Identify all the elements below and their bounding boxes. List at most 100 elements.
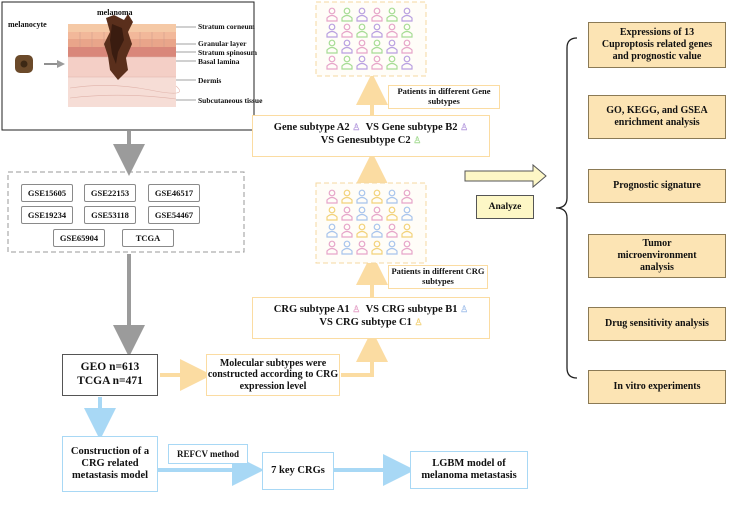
crg-subtype-b1: VS CRG subtype B1	[365, 304, 458, 315]
crg-subtypes-box: CRG subtype A1 ♙ VS CRG subtype B1 ♙ VS …	[252, 297, 490, 339]
person-icon	[326, 206, 338, 221]
person-icon	[356, 206, 368, 221]
layer-basal-lamina: Basal lamina	[198, 57, 240, 66]
gene-subtype-a2: Gene subtype A2	[273, 122, 350, 133]
layer-granular: Granular layer	[198, 39, 247, 48]
person-icon	[326, 223, 338, 238]
dataset-gse65904: GSE65904	[53, 229, 105, 247]
person-icon	[356, 223, 368, 238]
lgbm-model-box: LGBM model of melanoma metastasis	[410, 451, 528, 489]
layer-dermis: Dermis	[198, 76, 222, 85]
person-icon	[401, 55, 413, 70]
person-purple-icon: ♙	[352, 122, 361, 132]
person-icon	[401, 39, 413, 54]
analysis-prognostic-signature: Prognostic signature	[588, 169, 726, 203]
person-icon	[386, 189, 398, 204]
gene-patients-label: Patients in different Gene subtypes	[388, 85, 500, 109]
person-icon	[401, 206, 413, 221]
layer-subcutaneous: Subcutaneous tissue	[198, 96, 263, 105]
cohort-box: GEO n=613 TCGA n=471	[62, 354, 158, 396]
person-icon	[341, 189, 353, 204]
person-icon	[326, 240, 338, 255]
person-icon	[386, 7, 398, 22]
analyze-box: Analyze	[476, 195, 534, 219]
analysis-in-vitro: In vitro experiments	[588, 370, 726, 404]
analysis-enrichment: GO, KEGG, and GSEA enrichment analysis	[588, 95, 726, 139]
dataset-gse46517: GSE46517	[148, 184, 200, 202]
person-purple-icon-2: ♙	[460, 122, 469, 132]
analysis-tumor-microenvironment: Tumor microenvironment analysis	[588, 234, 726, 278]
person-icon	[386, 223, 398, 238]
person-yellow-icon: ♙	[414, 317, 423, 327]
person-icon	[341, 7, 353, 22]
person-icon	[401, 23, 413, 38]
person-icon	[371, 7, 383, 22]
refcv-method-box: REFCV method	[168, 444, 248, 464]
melanocyte-label: melanocyte	[8, 20, 47, 29]
person-icon	[401, 240, 413, 255]
crg-subtype-c1: VS CRG subtype C1	[319, 317, 412, 328]
person-icon	[401, 223, 413, 238]
person-icon	[341, 223, 353, 238]
layer-stratum-spinosum: Stratum spinosum	[198, 48, 257, 57]
person-green-icon: ♙	[413, 135, 422, 145]
gene-subtypes-box: Gene subtype A2 ♙ VS Gene subtype B2 ♙ V…	[252, 115, 490, 157]
analysis-drug-sensitivity: Drug sensitivity analysis	[588, 307, 726, 341]
person-icon	[326, 189, 338, 204]
person-pink-icon: ♙	[352, 304, 361, 314]
melanoma-label: melanoma	[97, 8, 133, 17]
crg-patients-icons	[326, 189, 413, 255]
dataset-gse15605: GSE15605	[21, 184, 73, 202]
person-icon	[386, 240, 398, 255]
person-icon	[356, 189, 368, 204]
datasets-frame	[7, 171, 245, 253]
layer-stratum-corneum: Stratum corneum	[198, 22, 255, 31]
person-icon	[386, 206, 398, 221]
person-icon	[386, 55, 398, 70]
dataset-tcga: TCGA	[122, 229, 174, 247]
person-icon	[341, 23, 353, 38]
person-icon	[326, 23, 338, 38]
analysis-cuproptosis-expression: Expressions of 13 Cuproptosis related ge…	[588, 22, 726, 68]
crg-subtype-a1: CRG subtype A1	[273, 304, 350, 315]
cohort-geo: GEO n=613	[80, 361, 140, 374]
person-icon	[356, 39, 368, 54]
dataset-gse53118: GSE53118	[84, 206, 136, 224]
person-icon	[356, 7, 368, 22]
person-icon	[356, 240, 368, 255]
construction-box: Construction of a CRG related metastasis…	[62, 436, 158, 492]
person-icon	[326, 39, 338, 54]
dataset-gse19234: GSE19234	[21, 206, 73, 224]
person-icon	[386, 23, 398, 38]
skin-illustration	[1, 1, 255, 131]
person-icon	[356, 55, 368, 70]
right-brace	[555, 37, 578, 379]
dataset-gse22153: GSE22153	[84, 184, 136, 202]
gene-patients-icons	[326, 7, 413, 70]
person-blue-icon: ♙	[460, 304, 469, 314]
person-icon	[326, 55, 338, 70]
person-icon	[386, 39, 398, 54]
cohort-tcga: TCGA n=471	[77, 375, 143, 387]
key-crgs-box: 7 key CRGs	[262, 452, 334, 490]
person-icon	[341, 240, 353, 255]
person-icon	[371, 206, 383, 221]
person-icon	[371, 223, 383, 238]
person-icon	[401, 7, 413, 22]
person-icon	[341, 39, 353, 54]
person-icon	[371, 240, 383, 255]
person-icon	[326, 7, 338, 22]
person-icon	[371, 23, 383, 38]
gene-subtype-c2: VS Genesubtype C2	[320, 135, 411, 146]
person-icon	[371, 39, 383, 54]
person-icon	[356, 23, 368, 38]
person-icon	[341, 206, 353, 221]
molecular-subtypes-box: Molecular subtypes were constructed acco…	[206, 354, 340, 396]
analyze-big-arrow	[464, 163, 547, 189]
dataset-gse54467: GSE54467	[148, 206, 200, 224]
person-icon	[341, 55, 353, 70]
crg-patients-label: Patients in different CRG subtypes	[388, 265, 488, 289]
person-icon	[401, 189, 413, 204]
person-icon	[371, 55, 383, 70]
